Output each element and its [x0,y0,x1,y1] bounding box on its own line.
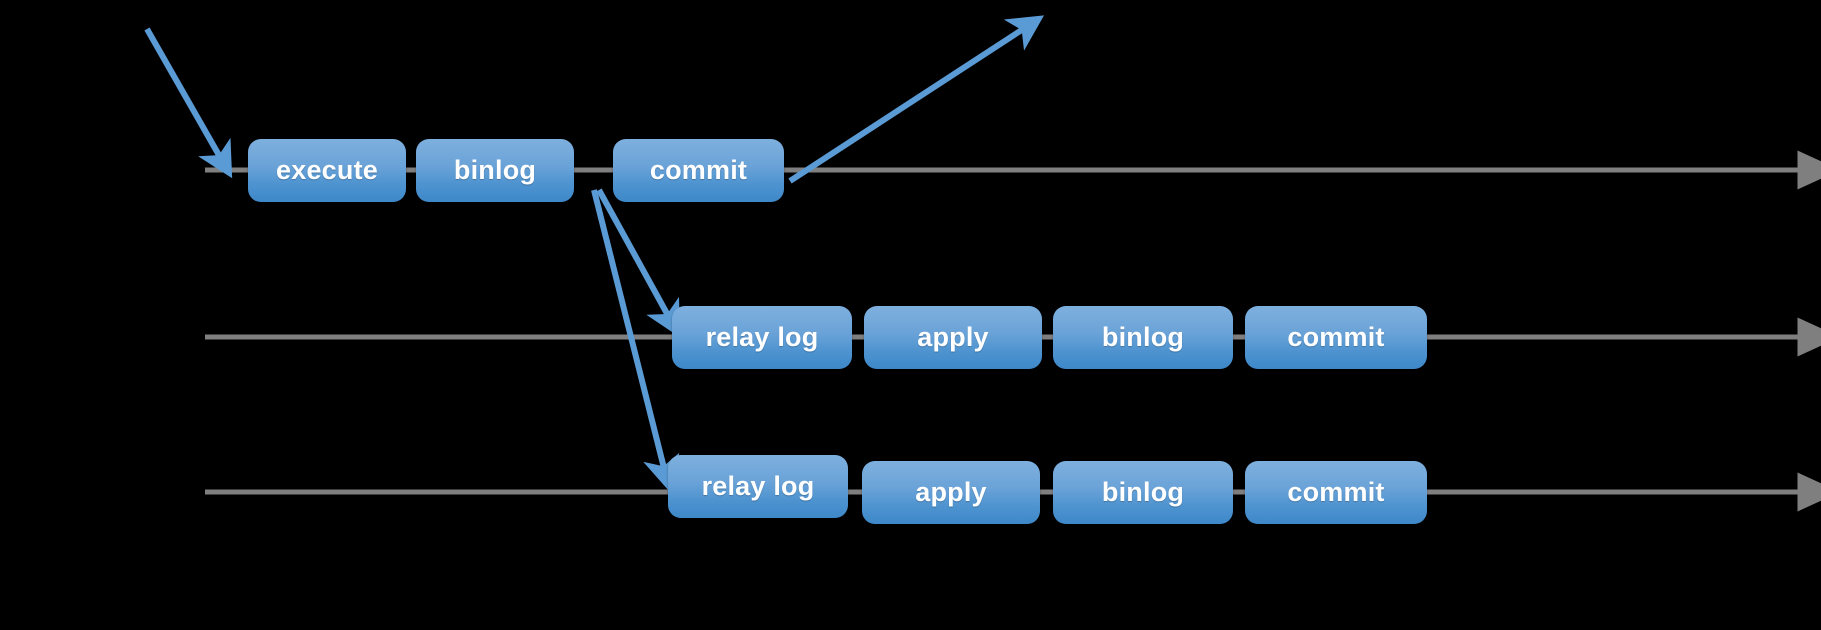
process-box-label: binlog [1101,322,1185,352]
process-box-slave-2-binlog[interactable]: binlog [1053,461,1233,524]
process-box-label: execute [276,155,378,185]
process-box-slave-2-apply[interactable]: apply [862,461,1040,524]
outgoing-response-arrow [788,15,1045,184]
replicate-to-slave-two-arrow [591,189,680,493]
process-box-master-commit[interactable]: commit [613,139,784,202]
process-box-slave-2-commit[interactable]: commit [1245,461,1427,524]
process-box-label: apply [915,477,987,507]
process-box-label: binlog [1101,477,1185,507]
process-box-slave-1-relay-log[interactable]: relay log [672,306,852,369]
process-box-slave-1-apply[interactable]: apply [864,306,1042,369]
process-box-label: commit [649,155,748,185]
process-box-label: apply [917,322,989,352]
process-box-master-binlog[interactable]: binlog [416,139,574,202]
arrow-group [144,15,1045,493]
incoming-request-arrow [144,27,233,179]
process-box-slave-2-relay-log[interactable]: relay log [668,455,848,518]
process-box-label: relay log [705,322,819,352]
process-box-label: binlog [453,155,537,185]
process-box-master-execute[interactable]: execute [248,139,406,202]
process-box-label: commit [1287,322,1385,352]
process-box-slave-1-binlog[interactable]: binlog [1053,306,1233,369]
replicate-to-slave-one-arrow [596,188,681,338]
process-box-label: commit [1287,477,1385,507]
process-box-slave-1-commit[interactable]: commit [1245,306,1427,369]
process-box-label: relay log [701,471,815,501]
